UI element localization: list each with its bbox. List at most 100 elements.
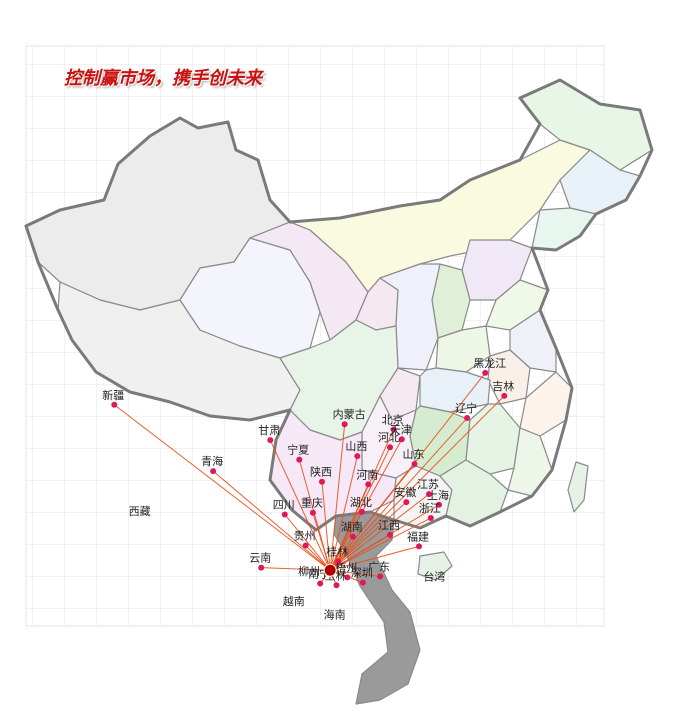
city-markers: 新疆西藏 青海 甘肃 内蒙古 黑龙江吉林辽宁北京天津河北山西 宁夏 山东陕西 河南江苏安徽上海…	[102, 357, 514, 622]
place-label-tianjin: 天津	[390, 423, 412, 436]
national-outline	[24, 78, 654, 532]
place-label-guangdong: 广东	[368, 560, 390, 573]
hub-label: 柳州	[298, 564, 320, 578]
place-label-xizang: 西藏	[129, 505, 151, 518]
city-dot-qinghai[interactable]	[210, 468, 217, 475]
place-label-hainan: 海南	[324, 607, 346, 621]
city-dot-shaanxi[interactable]	[318, 478, 325, 485]
city-dot-guilin[interactable]	[335, 558, 342, 565]
route-line-shandong	[329, 463, 415, 571]
place-label-qinghai: 青海	[201, 454, 223, 468]
route-line-guangdong	[330, 569, 381, 577]
place-label-guizhou: 贵州	[294, 529, 316, 542]
city-dot-nanning[interactable]	[317, 580, 324, 587]
route-line-yunnan	[261, 567, 331, 571]
place-label-fujian: 福建	[407, 529, 429, 543]
city-dot-yulin[interactable]	[333, 582, 340, 589]
region-shaanxi[interactable]	[379, 263, 441, 371]
route-line-jilin	[329, 395, 505, 571]
city-dot-henan[interactable]	[365, 481, 372, 488]
place-label-shandong: 山东	[402, 448, 424, 461]
city-dot-jiangsu[interactable]	[426, 491, 433, 498]
route-line-zhejiang	[329, 517, 432, 571]
city-dot-neimenggu[interactable]	[341, 421, 348, 428]
route-line-neimenggu	[329, 424, 346, 571]
city-dot-anhui[interactable]	[403, 499, 410, 506]
city-dot-fujian[interactable]	[416, 543, 423, 550]
city-dot-jilin[interactable]	[501, 392, 508, 399]
city-dot-chongqing[interactable]	[309, 509, 316, 516]
route-line-chongqing	[312, 512, 331, 571]
place-label-xinjiang: 新疆	[102, 388, 124, 402]
city-dot-xinjiang[interactable]	[111, 401, 118, 408]
city-dot-jiangxi[interactable]	[387, 531, 394, 538]
place-label-vietnam: 越南	[283, 594, 305, 608]
hub-marker[interactable]	[323, 563, 337, 577]
route-line-hubei	[329, 511, 363, 571]
city-dot-wuzhou[interactable]	[344, 574, 351, 581]
route-line-anhui	[329, 501, 407, 571]
place-label-chongqing: 重庆	[301, 496, 323, 510]
place-label-zhejiang: 浙江	[419, 502, 441, 515]
place-label-shanxi: 山西	[345, 440, 367, 453]
place-label-shaanxi: 陕西	[310, 465, 332, 479]
place-label-gansu: 甘肃	[258, 424, 280, 437]
route-line-xinjiang	[113, 404, 331, 571]
place-label-shenzhen: 深圳	[351, 567, 373, 580]
place-label-wuzhou: 梧州	[335, 560, 357, 574]
place-label-hubei: 湖北	[350, 496, 372, 509]
place-label-yunnan: 云南	[249, 552, 271, 565]
route-line-gansu	[269, 439, 331, 571]
route-line-liaoning	[329, 417, 468, 571]
city-dot-tianjin[interactable]	[398, 436, 405, 443]
place-label-beijing: 北京	[382, 413, 404, 427]
route-line-hunan	[329, 536, 354, 571]
city-dot-hubei[interactable]	[358, 508, 365, 515]
province-regions	[25, 79, 653, 705]
place-label-heilongjiang: 黑龙江	[473, 357, 506, 370]
region-taiwan[interactable]	[567, 461, 589, 513]
city-dot-hunan[interactable]	[349, 533, 356, 540]
city-dot-guizhou[interactable]	[302, 542, 309, 549]
route-line-qinghai	[212, 470, 331, 571]
city-dot-shanghai[interactable]	[435, 501, 442, 508]
city-dot-beijing[interactable]	[390, 426, 397, 433]
place-label-taiwan: 台湾	[423, 569, 445, 583]
city-dot-ningxia[interactable]	[296, 456, 303, 463]
place-label-guilin: 桂林	[326, 544, 348, 558]
route-line-jiangsu	[329, 493, 430, 571]
place-label-liaoning: 辽宁	[455, 401, 477, 415]
place-label-shanghai: 上海	[427, 488, 449, 502]
route-line-jiangxi	[329, 534, 391, 571]
place-label-sichuan: 四川	[273, 498, 295, 511]
city-dot-gansu[interactable]	[267, 437, 274, 444]
route-line-henan	[329, 484, 369, 571]
city-dot-sichuan[interactable]	[281, 511, 288, 518]
route-line-fujian	[330, 545, 420, 571]
place-label-henan: 河南	[356, 468, 378, 481]
city-dot-hebei[interactable]	[387, 444, 394, 451]
region-hainan[interactable]	[417, 551, 453, 581]
place-label-jiangxi: 江西	[378, 519, 400, 532]
place-label-jilin: 吉林	[492, 379, 514, 393]
city-dot-heilongjiang[interactable]	[482, 369, 489, 376]
city-dot-shandong[interactable]	[411, 461, 418, 468]
city-dot-yunnan[interactable]	[258, 564, 265, 571]
city-dot-shenzhen[interactable]	[359, 579, 366, 586]
city-dot-zhejiang[interactable]	[427, 515, 434, 522]
route-line-shanxi	[329, 455, 358, 571]
route-line-sichuan	[284, 514, 331, 571]
place-label-anhui: 安徽	[394, 485, 416, 499]
place-label-hebei: 河北	[378, 431, 400, 444]
city-dot-guangdong[interactable]	[377, 573, 384, 580]
place-label-ningxia: 宁夏	[287, 443, 309, 457]
route-lines	[113, 372, 505, 586]
city-dot-shanxi[interactable]	[354, 453, 361, 460]
place-label-hunan: 湖南	[341, 521, 363, 534]
city-dot-liaoning[interactable]	[464, 415, 471, 422]
slogan-title: 控制赢市场，携手创未来	[64, 68, 262, 89]
place-label-jiangsu: 江苏	[417, 478, 439, 491]
place-label-neimenggu: 内蒙古	[333, 407, 366, 421]
